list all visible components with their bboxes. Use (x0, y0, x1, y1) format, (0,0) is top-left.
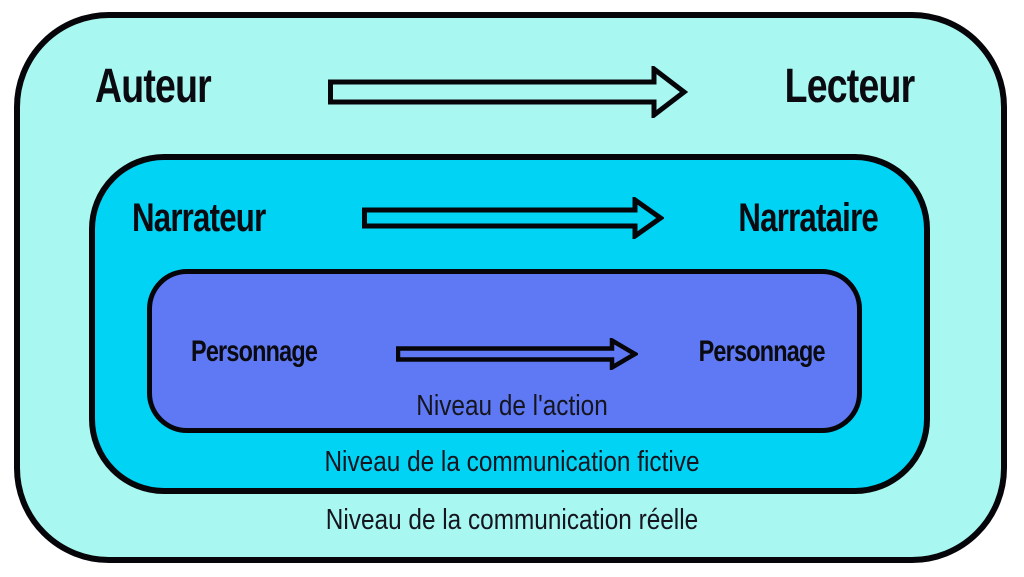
personnage-left-label: Personnage (191, 335, 318, 368)
personnage-right-label: Personnage (698, 335, 826, 368)
caption-niveau-communication-fictive: Niveau de la communication fictive (324, 446, 700, 478)
caption-niveau-action: Niveau de l'action (416, 390, 608, 422)
caption-niveau-communication-reelle: Niveau de la communication réelle (325, 504, 699, 536)
level-box-action (147, 269, 862, 433)
right-arrow-outline-icon (396, 338, 638, 370)
right-arrow-outline-icon (362, 197, 664, 239)
narrataire-label: Narrataire (738, 196, 878, 240)
right-arrow-outline-icon (328, 66, 688, 118)
auteur-label: Auteur (95, 60, 212, 113)
narrateur-label: Narrateur (132, 196, 266, 240)
lecteur-label: Lecteur (784, 60, 915, 113)
